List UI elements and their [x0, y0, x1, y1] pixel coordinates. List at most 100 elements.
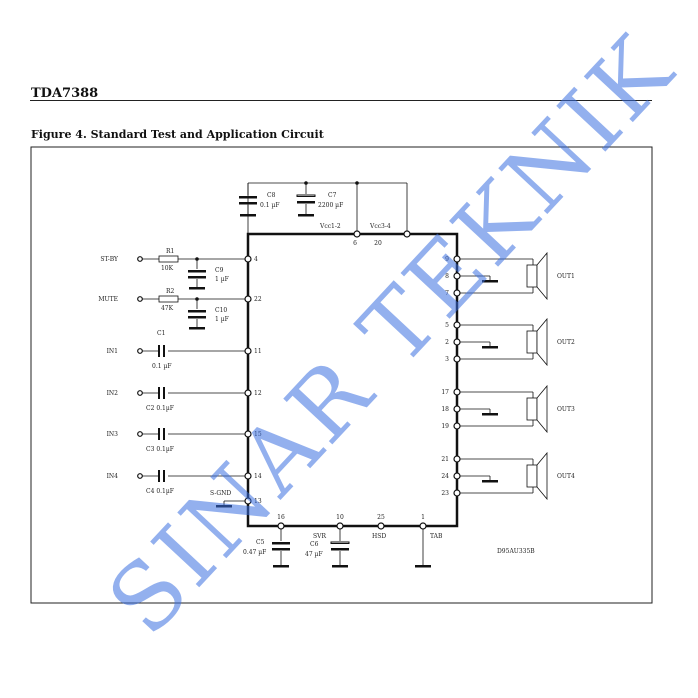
capacitor-plate	[188, 276, 206, 279]
pin-terminal	[377, 522, 385, 530]
pin-label-1: 1	[421, 514, 425, 521]
capacitor-plate	[296, 194, 316, 197]
capacitor-plate	[297, 201, 315, 204]
speaker-icon	[526, 397, 538, 421]
pin-terminal	[453, 289, 461, 297]
capacitor-plate	[158, 345, 160, 357]
pin-label-13: 13	[254, 498, 262, 505]
pin-label-18: 18	[441, 406, 449, 413]
pin-terminal	[336, 522, 344, 530]
pin-terminal	[453, 338, 461, 346]
input-label-mute: MUTE	[98, 296, 118, 303]
watermark: SINAR TEKNIK	[88, 15, 695, 655]
pin-terminal	[453, 355, 461, 363]
pin-terminal	[453, 405, 461, 413]
output-label-out2: OUT2	[557, 339, 575, 346]
drawing-code: D95AU335B	[497, 548, 535, 555]
pin-label-21: 21	[441, 456, 449, 463]
resistor-value: 47K	[161, 305, 174, 312]
junction-dot	[355, 181, 359, 185]
pin-terminal	[244, 497, 252, 505]
ground-icon	[189, 327, 205, 330]
capacitor-plate	[163, 470, 165, 482]
pin-label-4: 4	[254, 256, 258, 263]
speaker-cone-icon	[536, 451, 548, 501]
pin-label-14: 14	[254, 473, 262, 480]
pin-terminal	[453, 455, 461, 463]
pin-label-7: 7	[445, 290, 449, 297]
figure-caption: Figure 4. Standard Test and Application …	[31, 128, 324, 141]
capacitor-label: C9	[215, 267, 224, 274]
pin-terminal	[244, 347, 252, 355]
capacitor-value: 1 µF	[215, 316, 229, 323]
capacitor-plate	[158, 428, 160, 440]
capacitor-plate	[330, 541, 350, 544]
pin-terminal	[453, 489, 461, 497]
speaker-cone-icon	[536, 317, 548, 367]
resistor	[158, 255, 179, 263]
ground-icon	[240, 214, 256, 217]
pin-label-5: 5	[445, 322, 449, 329]
capacitor-plate	[158, 387, 160, 399]
input-terminal	[137, 390, 143, 396]
capacitor-plate	[272, 542, 290, 545]
ground-icon	[216, 505, 232, 508]
capacitor-plate	[158, 470, 160, 482]
capacitor-plate	[239, 202, 257, 205]
speaker-icon	[526, 464, 538, 488]
c6-value: 47 µF	[305, 551, 323, 558]
pin-label-9: 9	[445, 256, 449, 263]
capacitor-label: C3 0.1µF	[146, 446, 174, 453]
pin-terminal	[453, 321, 461, 329]
capacitor-value: 0.1 µF	[152, 363, 172, 370]
capacitor-label: C4 0.1µF	[146, 488, 174, 495]
pin-20-label: 20	[374, 240, 382, 247]
input-terminal	[137, 348, 143, 354]
pin-label-10: 10	[336, 514, 344, 521]
input-terminal	[137, 296, 143, 302]
pin-terminal	[419, 522, 427, 530]
pin-terminal	[244, 430, 252, 438]
pin-label-16: 16	[277, 514, 285, 521]
ground-icon	[298, 214, 314, 217]
c8-value: 0.1 µF	[260, 202, 280, 209]
c7-value: 2200 µF	[318, 202, 343, 209]
capacitor-value: 1 µF	[215, 276, 229, 283]
capacitor-plate	[163, 345, 165, 357]
c6-label: C6	[310, 541, 319, 548]
input-terminal	[137, 256, 143, 262]
c5-value: 0.47 µF	[243, 549, 266, 556]
pin-terminal	[353, 230, 361, 238]
input-label-in2: IN2	[107, 390, 119, 397]
pin-terminal	[453, 472, 461, 480]
pin-label-11: 11	[254, 348, 262, 355]
resistor-label: R1	[166, 248, 174, 255]
ic-body	[246, 232, 459, 528]
speaker-icon	[526, 330, 538, 354]
figure-frame	[30, 146, 653, 604]
vcc34-label: Vcc3-4	[369, 223, 391, 230]
pin-label-15: 15	[254, 431, 262, 438]
pin-terminal	[244, 389, 252, 397]
c8-label: C8	[267, 192, 276, 199]
output-label-out4: OUT4	[557, 473, 575, 480]
input-terminal	[137, 473, 143, 479]
pin-label-12: 12	[254, 390, 262, 397]
capacitor-plate	[163, 387, 165, 399]
ground-icon	[482, 280, 498, 283]
capacitor-plate	[163, 428, 165, 440]
speaker-icon	[526, 264, 538, 288]
ground-icon	[482, 480, 498, 483]
pin-label-17: 17	[441, 389, 449, 396]
capacitor-plate	[188, 316, 206, 319]
ground-icon	[332, 565, 348, 568]
document-title: TDA7388	[31, 86, 99, 101]
junction-dot	[195, 257, 199, 261]
speaker-cone-icon	[536, 251, 548, 301]
pin-terminal	[453, 272, 461, 280]
vcc12-label: Vcc1-2	[319, 223, 341, 230]
pin-label-19: 19	[441, 423, 449, 430]
capacitor-plate	[331, 548, 349, 551]
ground-icon	[482, 413, 498, 416]
